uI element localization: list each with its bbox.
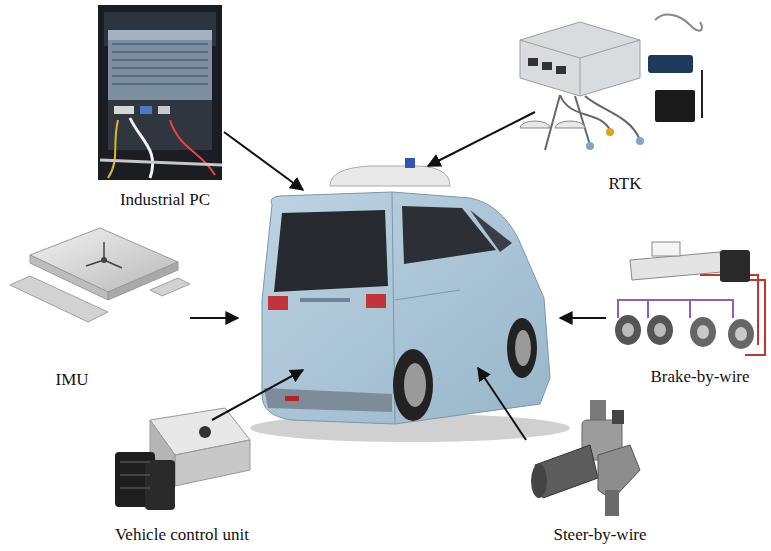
arrow-part (224, 132, 303, 190)
component-label: Brake-by-wire (650, 367, 749, 387)
vehicle-photo-part (404, 363, 426, 407)
rtk-photo-part (542, 62, 552, 70)
industrial-pc-photo-part (140, 106, 152, 114)
vcu-photo-part (199, 426, 211, 438)
rtk-photo-part (655, 15, 702, 31)
arrow-part (190, 317, 238, 319)
vehicle-photo-part (285, 396, 299, 401)
brake-system-photo-part (720, 250, 750, 282)
industrial-pc-photo-part (158, 106, 170, 114)
rtk-photo-part (545, 95, 640, 150)
component-label: Industrial PC (120, 190, 210, 210)
industrial-pc-photo-part (170, 120, 215, 175)
vehicle-photo-part (395, 290, 460, 300)
brake-system-photo-part (618, 300, 733, 318)
steer-actuator-photo (531, 400, 640, 516)
vcu-photo (115, 408, 250, 510)
arrow (190, 112, 606, 440)
brake-system-photo-part (647, 315, 673, 345)
rtk-photo-part (655, 90, 695, 122)
vehicle-photo-part (274, 210, 388, 292)
rtk-photo-part (520, 40, 640, 58)
component-label: Vehicle control unit (115, 525, 249, 545)
brake-system-photo (615, 242, 765, 355)
steer-actuator-photo-part (612, 410, 624, 424)
imu-photo-part (10, 276, 108, 322)
rtk-photo-part (520, 121, 550, 128)
brake-system-photo-part (697, 325, 709, 339)
vehicle-photo-part (507, 318, 537, 378)
brake-system-photo-part (622, 323, 634, 337)
component-label: IMU (55, 370, 88, 390)
vehicle-photo-part (470, 210, 512, 252)
component-label: Steer-by-wire (553, 525, 646, 545)
brake-system-photo-part (735, 327, 747, 341)
vehicle-photo-part (262, 192, 550, 424)
vehicle-photo-part (515, 330, 531, 366)
vehicle-photo-part (268, 296, 288, 310)
vcu-photo-part (120, 462, 150, 488)
brake-system-photo-part (654, 323, 666, 337)
rtk-photo-part (580, 58, 581, 96)
steer-actuator-photo-part (605, 490, 619, 516)
rtk-photo-part (648, 55, 693, 73)
arrow-part (478, 368, 526, 440)
rtk-photo (520, 15, 702, 150)
rtk-photo-part (586, 142, 594, 150)
vcu-photo-part (145, 460, 175, 510)
imu-photo-part (150, 278, 190, 296)
rtk-photo-part (701, 70, 703, 118)
rtk-photo-part (606, 128, 614, 136)
vehicle-photo-part (402, 206, 496, 264)
vehicle-photo-part (300, 298, 350, 302)
imu-photo-part (108, 262, 178, 300)
arrow-part (428, 112, 535, 166)
arrow-part (212, 370, 303, 420)
industrial-pc-photo-part (114, 106, 134, 114)
vehicle-photo-part (366, 294, 386, 308)
vehicle-photo-part (405, 158, 415, 168)
brake-system-photo-part (615, 315, 641, 345)
brake-system-photo-part (690, 317, 716, 347)
rtk-photo-part (556, 66, 566, 74)
rtk-photo-part (520, 22, 640, 96)
industrial-pc-photo-part (108, 100, 212, 150)
vehicle-photo (250, 158, 570, 442)
industrial-pc-photo-part (112, 44, 208, 84)
vehicle-photo-part (330, 166, 450, 186)
rtk-photo-part (636, 137, 644, 145)
industrial-pc-photo-part (130, 118, 153, 178)
brake-system-photo-part (728, 319, 754, 349)
imu-photo-part (30, 228, 178, 292)
brake-system-photo-part (652, 242, 680, 256)
vcu-photo-part (175, 440, 250, 486)
imu-photo-part (86, 242, 122, 268)
arrow-part (560, 317, 606, 319)
imu-photo (10, 228, 190, 322)
industrial-pc-photo-part (108, 30, 212, 40)
industrial-pc-photo-part (100, 160, 222, 165)
rtk-photo-part (555, 121, 585, 128)
vehicle-photo-part (393, 349, 433, 421)
industrial-pc-photo (98, 5, 222, 180)
industrial-pc-photo-part (108, 120, 118, 178)
industrial-pc-photo-part (98, 5, 222, 180)
rtk-photo-part (528, 58, 538, 66)
steer-actuator-photo-part (531, 464, 547, 498)
vehicle-photo-part (264, 388, 392, 412)
industrial-pc-photo-part (108, 30, 212, 100)
component-label: RTK (609, 174, 642, 194)
